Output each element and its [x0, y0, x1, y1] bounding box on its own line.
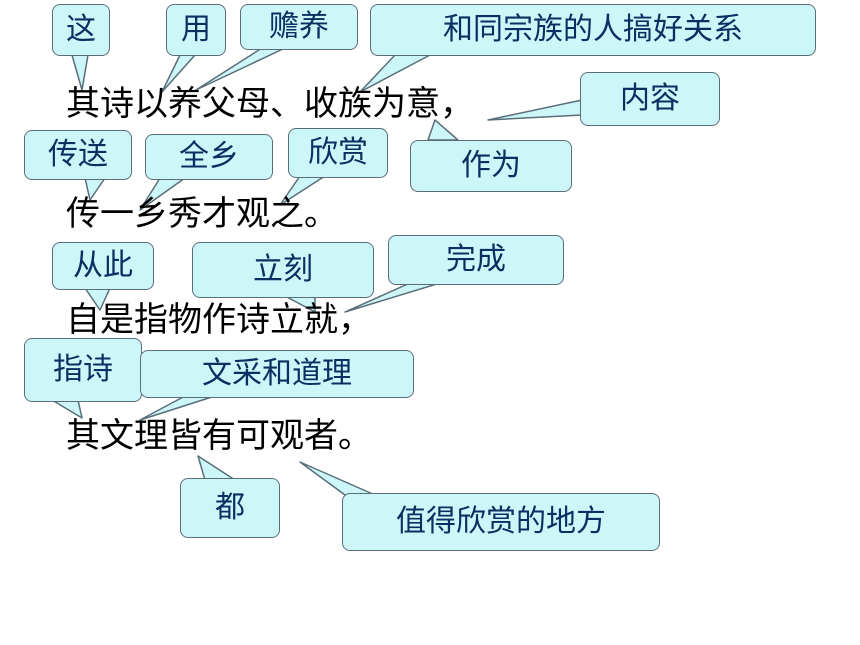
callout-neirong: 内容: [580, 72, 720, 126]
callout-zuowei: 作为: [410, 140, 572, 192]
callout-xinshang1: 欣赏: [288, 128, 388, 178]
callout-zhide: 值得欣赏的地方: [342, 493, 660, 551]
tail-dou: [197, 455, 236, 481]
callout-shanyang: 赡养: [240, 4, 358, 50]
poem-line-1: 其诗以养父母、收族为意，: [66, 84, 474, 124]
poem-line-3: 自是指物作诗立就，: [66, 300, 372, 340]
tail-neirong: [487, 99, 583, 121]
callout-yong: 用: [166, 4, 226, 56]
callout-congci: 从此: [52, 242, 154, 290]
callout-chuansong: 传送: [24, 130, 132, 180]
tail-zhide: [299, 461, 376, 496]
callout-dou: 都: [180, 478, 280, 538]
callout-quanxiang: 全乡: [145, 134, 273, 180]
callout-zhe: 这: [52, 4, 110, 56]
poem-line-4: 其文理皆有可观者。: [66, 416, 372, 456]
callout-wancheng: 完成: [388, 235, 564, 285]
callout-like: 立刻: [192, 242, 374, 298]
callout-zhishi: 指诗: [24, 338, 142, 402]
callout-hetongzongzu: 和同宗族的人搞好关系: [370, 4, 816, 56]
callout-wencai: 文采和道理: [140, 350, 414, 398]
poem-line-2: 传一乡秀才观之。: [66, 194, 338, 234]
